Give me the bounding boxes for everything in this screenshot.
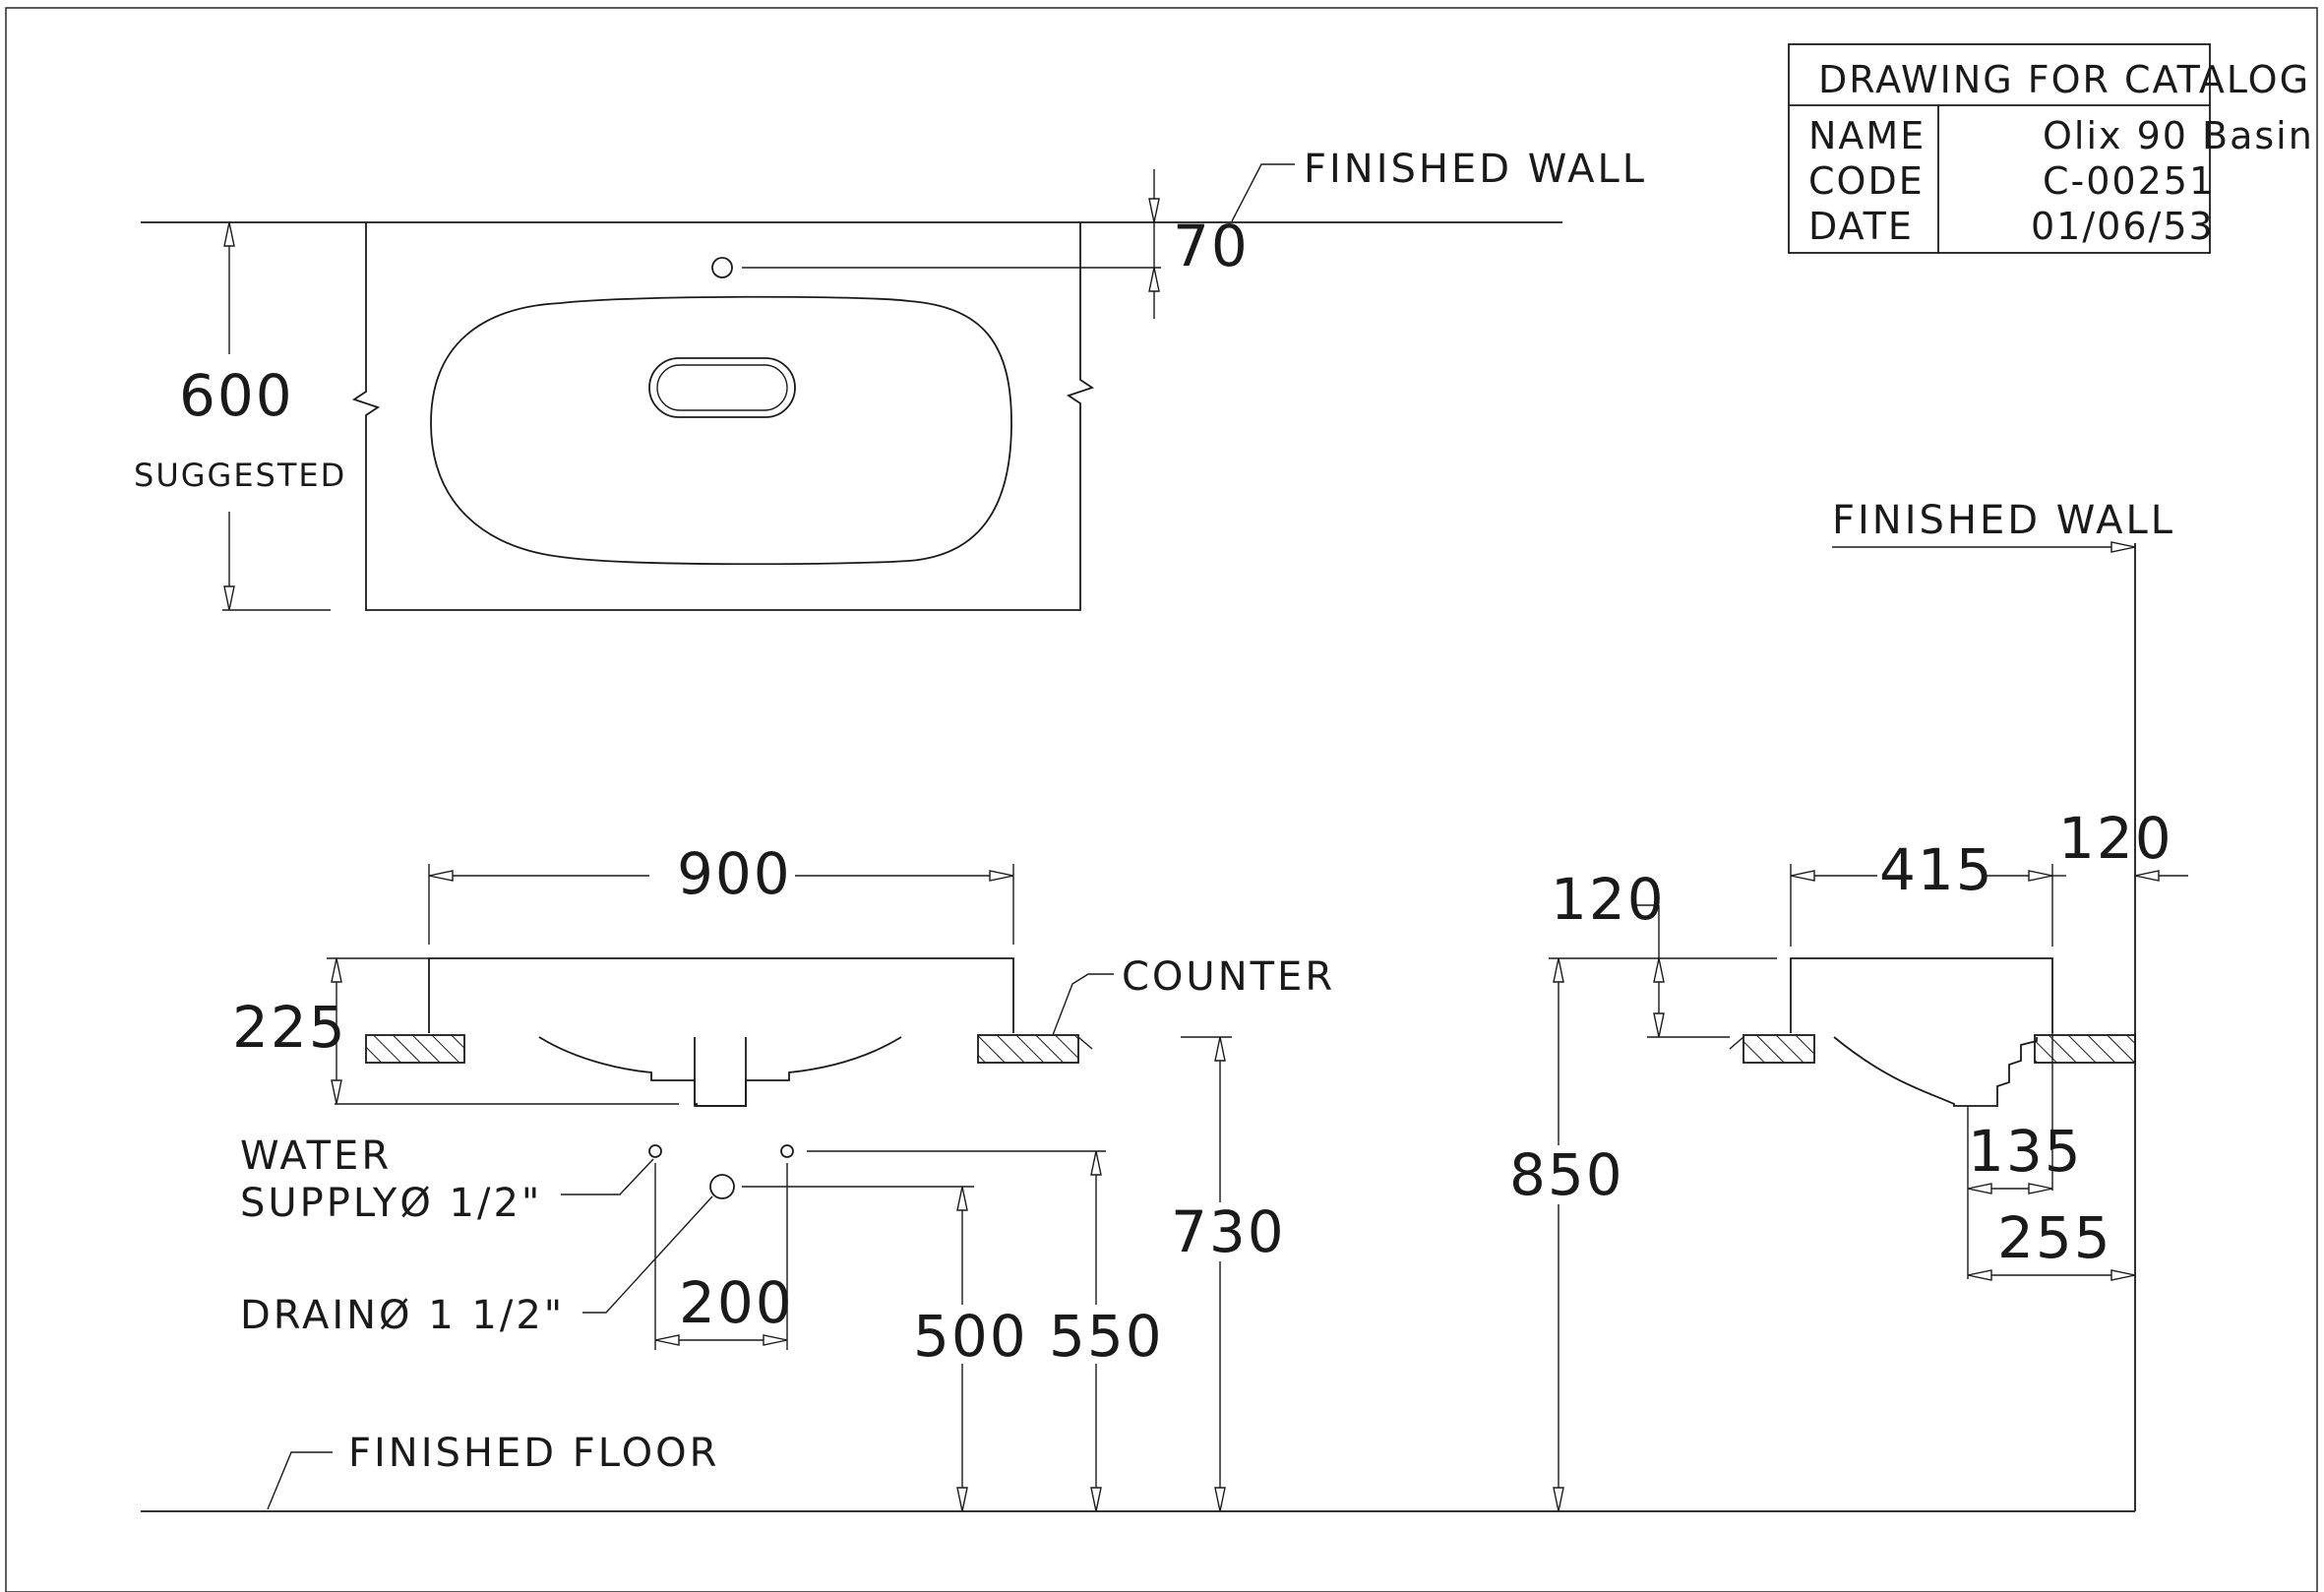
front-counter-left (365, 1034, 465, 1064)
front-counter-right (977, 1034, 1079, 1064)
front-dim-height: 225 (232, 994, 347, 1061)
drain-slot-outer (648, 357, 796, 418)
front-basin-bowl (538, 1036, 902, 1107)
side-dim-total-height: 850 (1509, 1141, 1624, 1208)
side-dim-wall-gap: 120 (2058, 805, 2173, 872)
supply-hole-left (648, 1144, 662, 1158)
title-block-frame (1788, 43, 2211, 254)
side-dim-wall-to-drain: 255 (1997, 1204, 2112, 1271)
front-drain-stub (694, 1037, 747, 1107)
front-dim-width: 900 (677, 840, 792, 907)
tap-hole (711, 257, 733, 278)
side-counter-front (1743, 1034, 1815, 1064)
front-view: 900 COUNTER 225 WATER SUPPLYØ 1/2" DRAIN… (141, 840, 2135, 1512)
title-block-code-label: CODE (1808, 159, 1925, 203)
top-suggested-label: SUGGESTED (134, 457, 346, 494)
side-view: FINISHED WALL 850 120 415 12 (1509, 498, 2188, 1512)
top-finished-wall-label: FINISHED WALL (1304, 147, 1647, 192)
supply-hole-right (780, 1144, 794, 1158)
top-counter-outline (351, 222, 1095, 611)
sheet-border (5, 7, 2318, 1592)
front-basin-rim (428, 957, 1014, 1033)
title-block-code-value: C-00251 (2043, 159, 2215, 203)
water-supply-label-line1: WATER (240, 1133, 392, 1179)
side-finished-wall-label: FINISHED WALL (1832, 498, 2175, 543)
front-dim-drain-height: 500 (913, 1303, 1028, 1370)
top-dim-depth: 600 (179, 362, 294, 429)
side-dim-basin-depth: 415 (1879, 836, 1994, 903)
side-dim-drain-offset: 135 (1968, 1118, 2083, 1185)
title-block-name-label: NAME (1808, 114, 1926, 157)
side-basin-rim (1790, 957, 2053, 1033)
front-dim-counter-height: 730 (1171, 1198, 1286, 1265)
title-block-date-value: 01/06/53 (2031, 205, 2215, 248)
top-dim-tap-offset: 70 (1173, 213, 1250, 279)
drain-slot-inner (656, 364, 788, 411)
front-dim-supply-height: 550 (1049, 1303, 1164, 1370)
side-counter-back (2034, 1034, 2136, 1064)
title-block: DRAWING FOR CATALOG NAME Olix 90 Basin C… (1788, 43, 2314, 254)
front-counter-label: COUNTER (1122, 954, 1335, 1000)
drain-label: DRAINØ 1 1/2" (240, 1293, 565, 1338)
drain-hole (709, 1174, 735, 1199)
title-block-date-label: DATE (1808, 205, 1914, 248)
title-block-heading: DRAWING FOR CATALOG (1818, 58, 2310, 101)
basin-outline (430, 295, 1012, 566)
front-dim-supply-spacing: 200 (679, 1269, 794, 1336)
finished-floor-label: FINISHED FLOOR (348, 1431, 719, 1476)
top-view: FINISHED WALL 70 600 SUGGESTED (134, 147, 1647, 611)
water-supply-label-line2: SUPPLYØ 1/2" (240, 1181, 542, 1226)
side-basin-bowl (1833, 1036, 2038, 1107)
title-block-name-value: Olix 90 Basin (2043, 114, 2314, 157)
side-dim-above-counter: 120 (1551, 866, 1666, 933)
